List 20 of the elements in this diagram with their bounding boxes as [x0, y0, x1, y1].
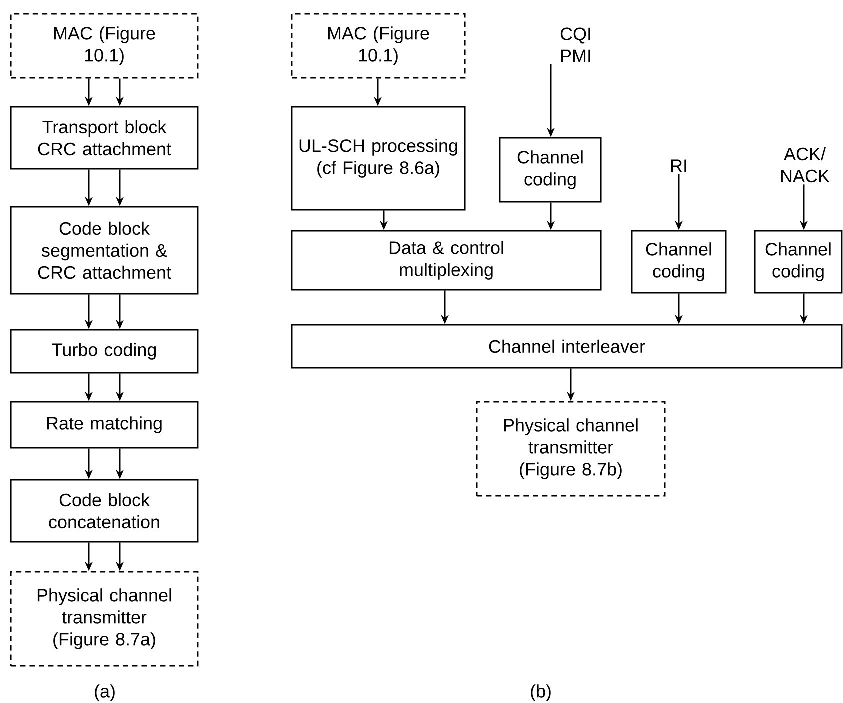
signal-label: RI	[671, 160, 686, 172]
process-box: Turbo coding	[10, 329, 199, 374]
reference-box: Physical channel transmitter (Figure 8.7b)	[476, 401, 666, 497]
reference-box: Physical channel transmitter (Figure 8.7a)	[10, 571, 199, 667]
process-box: Code block segmentation & CRC attachment	[10, 206, 199, 295]
process-box: UL-SCH processing (cf Figure 8.6a)	[291, 106, 466, 211]
process-box: Code block concatenation	[10, 479, 199, 543]
process-box: Transport block CRC attachment	[10, 106, 199, 170]
process-box: Channel coding	[631, 230, 727, 294]
process-box: Data & control multiplexing	[291, 230, 602, 291]
process-box: Rate matching	[10, 401, 199, 449]
process-box: Channel interleaver	[291, 324, 843, 369]
reference-box: MAC (Figure 10.1)	[10, 13, 199, 79]
process-box: Channel coding	[499, 137, 602, 203]
panel-label: (a)	[95, 684, 115, 702]
process-box: Channel coding	[754, 230, 843, 294]
reference-box: MAC (Figure 10.1)	[291, 13, 466, 79]
signal-label: CQI PMI	[560, 28, 590, 62]
signal-label: ACK/ NACK	[781, 147, 830, 183]
panel-label: (b)	[531, 684, 551, 702]
